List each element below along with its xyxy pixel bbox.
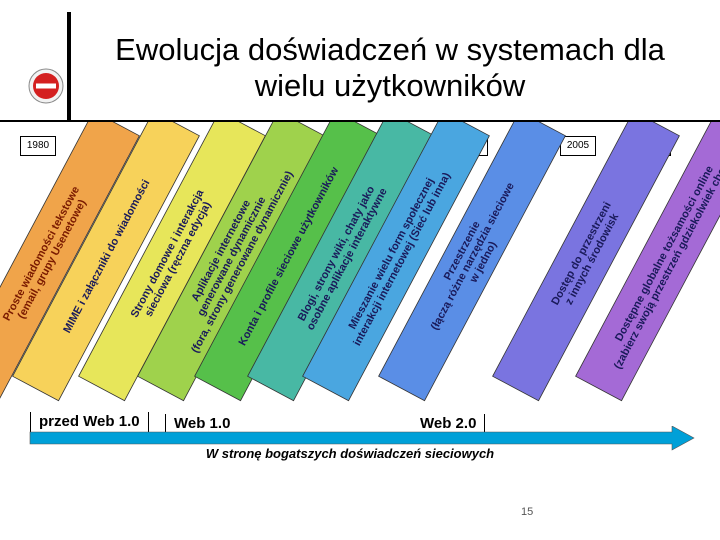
header-rule [0,120,720,122]
era-web2: Web 2.0 [412,414,486,434]
timeline-year: 1980 [20,136,56,156]
vertical-divider [67,12,71,122]
era-pre-web1: przed Web 1.0 [30,412,149,432]
timeline-year: 2005 [560,136,596,156]
red-circle-logo-icon [28,68,64,104]
page-title: Ewolucja doświadczeń w systemach dla wie… [115,32,665,103]
page-number: 15 [521,506,534,518]
era-web1: Web 1.0 [165,414,238,434]
arrow-label: W stronę bogatszych doświadczeń sieciowy… [205,446,495,461]
progress-arrow [29,426,695,451]
